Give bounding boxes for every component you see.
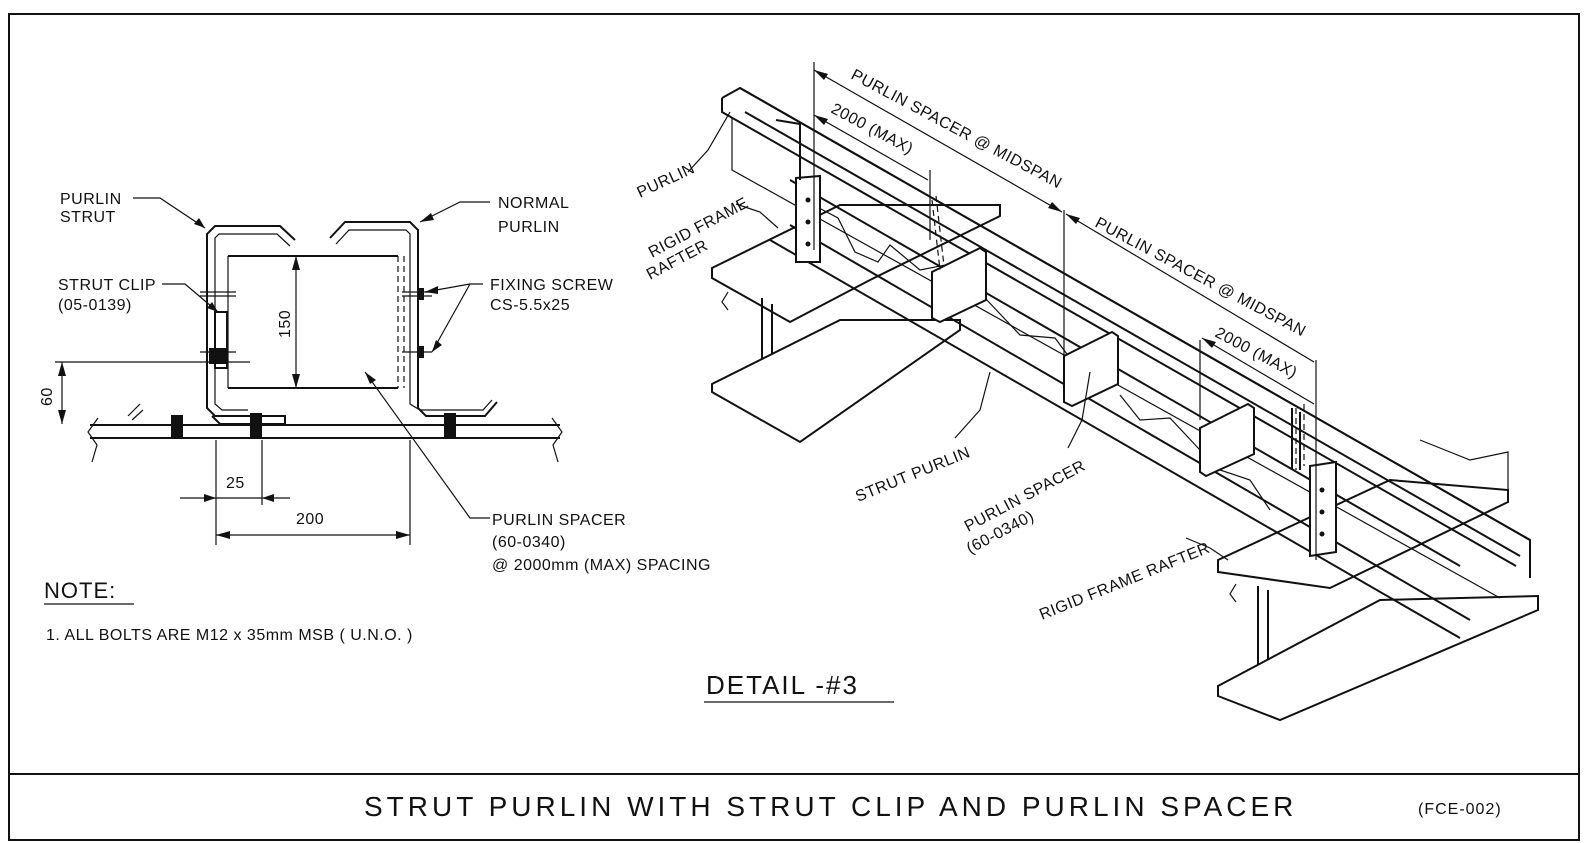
label-purlin-spacer-1: PURLIN SPACER <box>492 512 626 529</box>
break-mark-right <box>551 417 563 463</box>
label-rafter-2: RIGID FRAME RAFTER <box>1037 540 1212 624</box>
label-normal-purlin-1: NORMAL <box>498 195 569 212</box>
normal-purlin-inner <box>335 229 493 411</box>
rigid-frame-rafter-1 <box>711 204 1001 444</box>
detail-number: DETAIL -#3 <box>706 670 859 700</box>
leader-rafter-1 <box>735 203 779 229</box>
strut-clip-section <box>214 311 228 369</box>
note-block: NOTE: 1. ALL BOLTS ARE M12 x 35mm MSB ( … <box>44 578 413 644</box>
purlin-spacer-block-2 <box>1063 330 1119 408</box>
leader-purlin-spacer <box>364 371 490 519</box>
strut-purlin-iso <box>769 179 1471 639</box>
label-purlin-spacer-2: (60-0340) <box>492 534 566 551</box>
iso-dimensions <box>813 62 1317 560</box>
dim-60: 60 <box>39 387 56 406</box>
leader-normal-purlin <box>419 201 490 223</box>
label-purlin-spacer-3: @ 2000mm (MAX) SPACING <box>492 557 711 574</box>
drawing-code: (FCE-002) <box>1418 801 1502 818</box>
leader-fixing-screw <box>424 283 483 353</box>
spacer-hidden-lines <box>397 256 405 388</box>
rafter-flange <box>90 424 560 439</box>
label-2000-max-2: 2000 (MAX) <box>1212 325 1300 382</box>
fixing-screws <box>200 291 432 353</box>
dim-25: 25 <box>226 475 245 492</box>
purlin-strut-inner <box>214 233 291 411</box>
rigid-frame-rafter-2 <box>1217 439 1539 722</box>
note-item-1: 1. ALL BOLTS ARE M12 x 35mm MSB ( U.N.O.… <box>46 627 413 644</box>
dim-150: 150 <box>277 310 294 338</box>
break-mark-left <box>87 417 99 463</box>
label-midspan-2: PURLIN SPACER @ MIDSPAN <box>1092 215 1308 341</box>
title-block: STRUT PURLIN WITH STRUT CLIP AND PURLIN … <box>364 791 1502 822</box>
label-purlin-strut-2: STRUT <box>60 209 116 226</box>
isometric-view: PURLIN RIGID FRAME RAFTER STRUT PURLIN P… <box>635 62 1539 722</box>
label-normal-purlin-2: PURLIN <box>498 219 560 236</box>
leader-strut-clip <box>162 283 219 313</box>
normal-purlin-section <box>329 221 498 417</box>
leader-purlin-iso <box>687 111 731 173</box>
bolt-2 <box>250 413 262 439</box>
bolt-3 <box>444 413 456 439</box>
note-heading: NOTE: <box>44 578 116 603</box>
purlin-spacer-block-3 <box>1199 402 1305 478</box>
drawing-title: STRUT PURLIN WITH STRUT CLIP AND PURLIN … <box>364 791 1297 822</box>
sheet-border <box>8 13 1580 841</box>
label-strut-purlin: STRUT PURLIN <box>853 444 973 506</box>
label-strut-clip-1: STRUT CLIP <box>58 277 156 294</box>
detail-label: DETAIL -#3 <box>704 670 894 703</box>
label-purlin-strut-1: PURLIN <box>60 191 122 208</box>
leader-rafter-2 <box>1185 537 1229 561</box>
bolt-1 <box>171 415 183 439</box>
label-fixing-screw-2: CS-5.5x25 <box>490 297 570 314</box>
section-view: 150 60 25 200 PURLIN STRUT NORMAL PURLIN… <box>39 191 711 574</box>
leader-purlin-strut <box>133 197 206 229</box>
label-purlin-iso: PURLIN <box>635 160 698 201</box>
leader-spacer-iso <box>1067 371 1091 449</box>
leader-strut-purlin <box>954 371 991 439</box>
label-strut-clip-2: (05-0139) <box>58 297 132 314</box>
dim-200: 200 <box>296 511 324 528</box>
purlin-spacer-block-1 <box>931 195 987 324</box>
label-fixing-screw-1: FIXING SCREW <box>490 277 614 294</box>
